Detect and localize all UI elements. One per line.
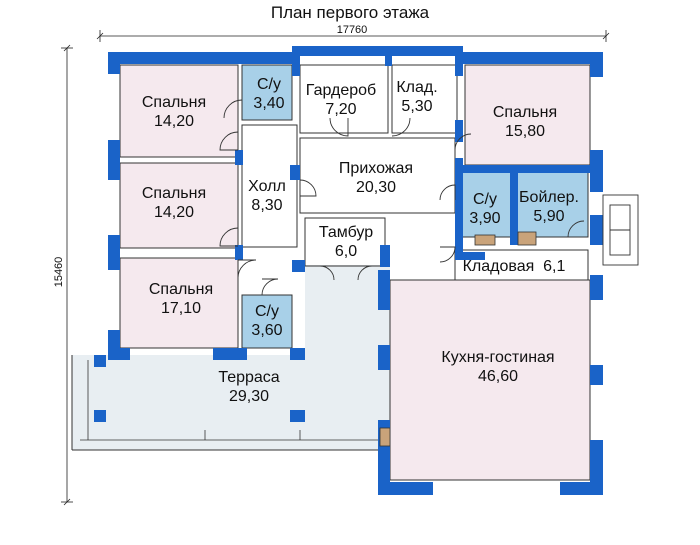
stove-icon: [379, 427, 391, 447]
height-dimension: 15460: [53, 257, 65, 288]
plan-title: План первого этажа: [270, 3, 430, 22]
room-label-boiler: Бойлер.5,90: [519, 189, 579, 225]
doors: [219, 99, 585, 296]
terrace-passage: [305, 265, 390, 360]
width-dimension: 17760: [337, 24, 368, 36]
boiler-equipment-icon: [474, 231, 537, 246]
room-fills: [120, 65, 590, 480]
dimension-lines: [61, 30, 610, 506]
room-label-storage: Клад.5,30: [396, 79, 438, 115]
walls: [94, 46, 603, 495]
room-label-pantry: Кладовая 6,1: [462, 258, 566, 275]
terrace-floor: [72, 355, 390, 450]
entrance-porch: [602, 194, 639, 266]
